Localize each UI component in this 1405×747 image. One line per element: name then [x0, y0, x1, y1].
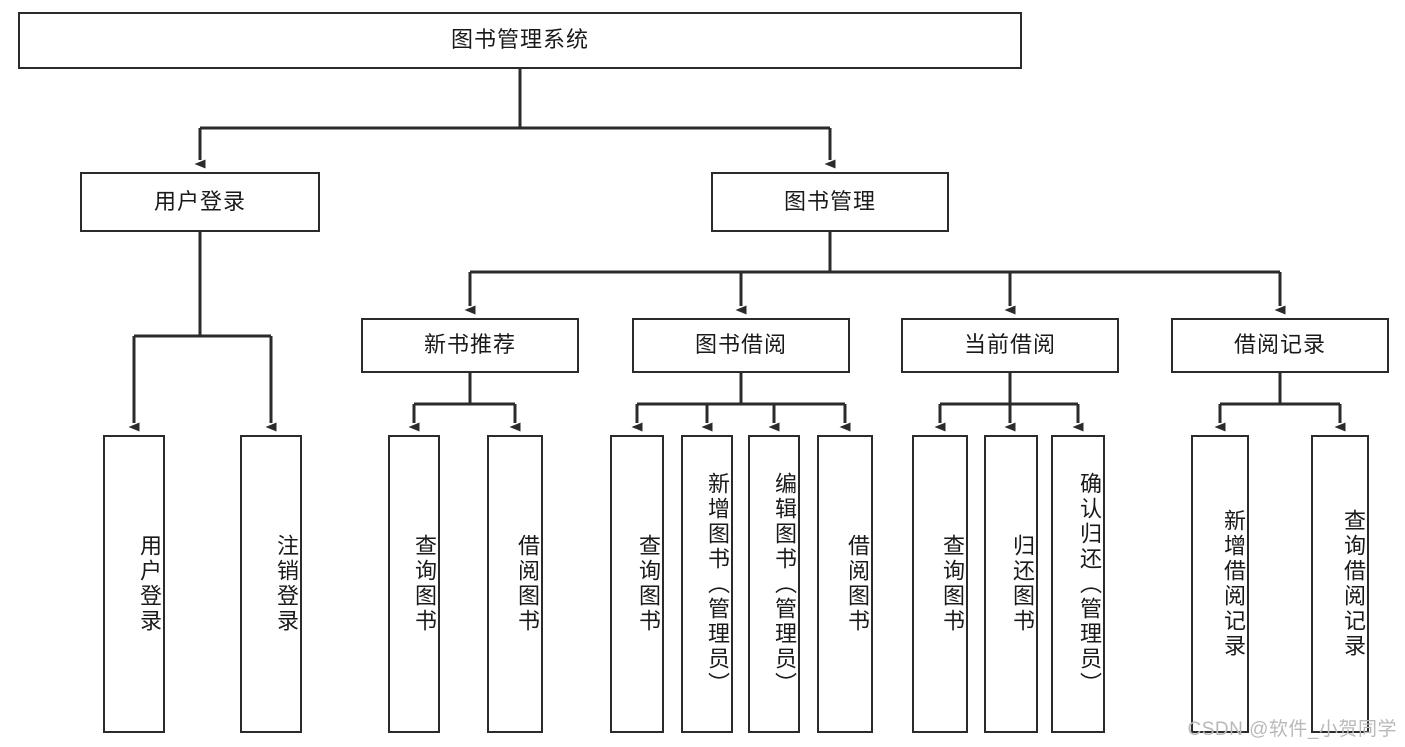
node-leaf-add-record[interactable]: 新增借阅记录: [1191, 435, 1249, 733]
node-borrow-record-label: 借阅记录: [1233, 332, 1326, 358]
node-leaf-return-book[interactable]: 归还图书: [984, 435, 1038, 733]
node-leaf-confirm-return[interactable]: 确认归还（管理员）: [1051, 435, 1105, 733]
node-new-book-recommend[interactable]: 新书推荐: [361, 318, 579, 373]
node-leaf-add-record-label: 新增借阅记录: [1221, 509, 1246, 659]
node-leaf-borrow-book[interactable]: 借阅图书: [817, 435, 873, 733]
node-book-manage[interactable]: 图书管理: [711, 172, 949, 232]
node-leaf-logout[interactable]: 注销登录: [240, 435, 302, 733]
node-leaf-query-book-rec[interactable]: 查询图书: [388, 435, 440, 733]
node-leaf-user-login[interactable]: 用户登录: [103, 435, 165, 733]
node-leaf-query-record[interactable]: 查询借阅记录: [1311, 435, 1369, 733]
node-leaf-borrow-book-rec-label: 借阅图书: [515, 534, 540, 634]
csdn-watermark: CSDN @软件_小贺同学: [1187, 719, 1397, 740]
node-book-borrow-label: 图书借阅: [694, 332, 787, 358]
node-leaf-edit-book-label: 编辑图书（管理员）: [772, 471, 797, 697]
node-current-borrow-label: 当前借阅: [963, 332, 1056, 358]
node-leaf-edit-book[interactable]: 编辑图书（管理员）: [748, 435, 800, 733]
node-current-borrow[interactable]: 当前借阅: [901, 318, 1119, 373]
node-leaf-add-book-label: 新增图书（管理员）: [705, 471, 730, 697]
node-leaf-borrow-book-rec[interactable]: 借阅图书: [487, 435, 543, 733]
node-leaf-logout-label: 注销登录: [274, 534, 299, 634]
node-leaf-confirm-return-label: 确认归还（管理员）: [1077, 471, 1102, 697]
node-borrow-record[interactable]: 借阅记录: [1171, 318, 1389, 373]
node-leaf-query-record-label: 查询借阅记录: [1341, 509, 1366, 659]
node-leaf-query-book-current-label: 查询图书: [940, 534, 965, 634]
node-leaf-query-book-rec-label: 查询图书: [412, 534, 437, 634]
node-root[interactable]: 图书管理系统: [18, 12, 1022, 69]
node-book-manage-label: 图书管理: [783, 188, 876, 214]
node-leaf-add-book[interactable]: 新增图书（管理员）: [681, 435, 733, 733]
node-new-book-recommend-label: 新书推荐: [423, 332, 516, 358]
node-book-borrow[interactable]: 图书借阅: [632, 318, 850, 373]
node-leaf-query-book-current[interactable]: 查询图书: [912, 435, 968, 733]
node-leaf-user-login-label: 用户登录: [137, 534, 162, 634]
node-leaf-query-book-borrow-label: 查询图书: [636, 534, 661, 634]
node-root-label: 图书管理系统: [450, 27, 589, 53]
node-leaf-query-book-borrow[interactable]: 查询图书: [610, 435, 664, 733]
node-leaf-return-book-label: 归还图书: [1010, 534, 1035, 634]
node-leaf-borrow-book-label: 借阅图书: [845, 534, 870, 634]
node-user-login-label: 用户登录: [153, 188, 246, 214]
node-user-login[interactable]: 用户登录: [80, 172, 320, 232]
